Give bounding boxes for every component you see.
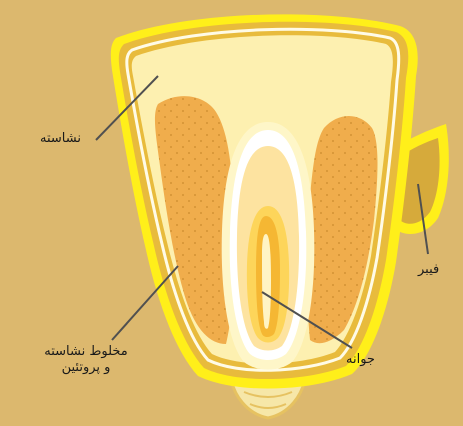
germ-slit [262,234,271,329]
mixture-label: مخلوط نشاسته و پروتئین [36,344,136,376]
germ-label: جوانه [346,352,375,368]
mixture-label-line2: و پروتئین [36,360,136,376]
mixture-label-line1: مخلوط نشاسته [36,344,136,360]
starch-label: نشاسته [40,131,81,147]
fiber-label: فیبر [418,262,439,278]
